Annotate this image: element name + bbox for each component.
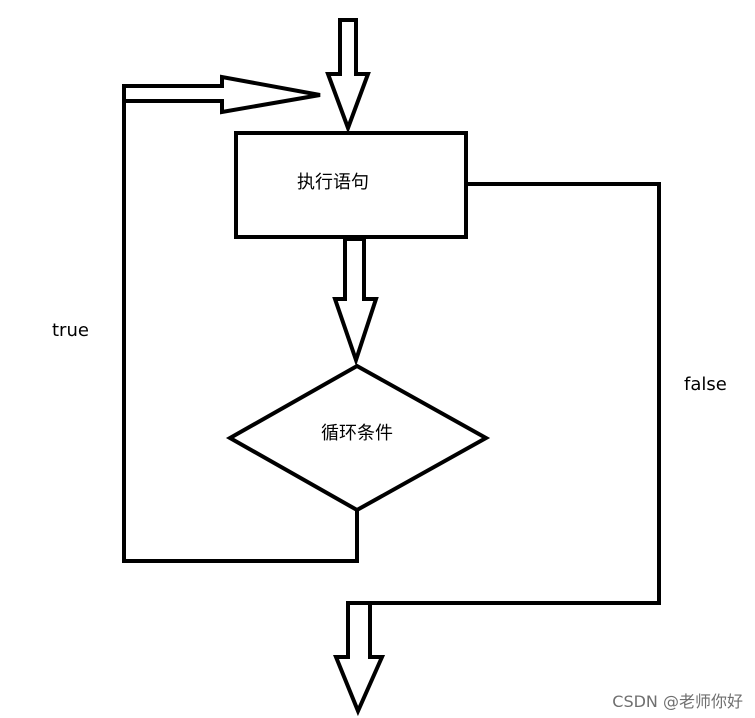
true-label: true	[52, 320, 89, 341]
process-label: 执行语句	[297, 172, 369, 193]
loop-back-arrow	[122, 74, 321, 115]
false-branch-line	[346, 182, 661, 605]
watermark: CSDN @老师你好	[612, 692, 743, 711]
process-box	[234, 131, 468, 239]
false-label: false	[684, 374, 727, 395]
condition-label: 循环条件	[321, 423, 393, 444]
process-to-condition-arrow	[332, 237, 379, 367]
exit-arrow	[333, 601, 386, 717]
entry-arrow	[325, 18, 371, 134]
true-branch-line	[122, 84, 359, 563]
